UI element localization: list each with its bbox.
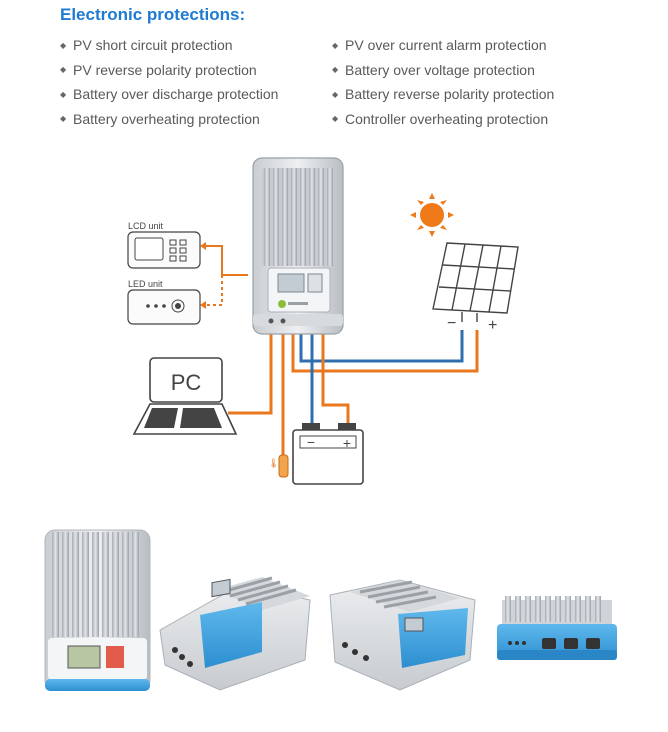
product-photo-bottom [497, 596, 617, 660]
product-photo-angled-left [159, 576, 311, 691]
protection-item: ◆ Battery over voltage protection [332, 58, 554, 83]
product-photo-angled-right [329, 579, 476, 691]
section-heading: Electronic protections: [60, 5, 246, 24]
thermometer-icon: 🌡 [268, 458, 279, 468]
diamond-bullet-icon: ◆ [332, 40, 339, 50]
product-photo-front [44, 529, 151, 691]
pc-laptop: PC [132, 357, 238, 435]
protection-item: ◆ PV reverse polarity protection [60, 58, 278, 83]
diamond-bullet-icon: ◆ [332, 89, 339, 99]
protection-label: Battery overheating protection [73, 110, 260, 127]
solar-panel [432, 242, 519, 322]
protection-label: Battery reverse polarity protection [345, 86, 555, 103]
battery: − + [292, 423, 364, 485]
mppt-controller [252, 157, 344, 335]
arrow-icon [200, 242, 206, 250]
battery-minus-label: − [307, 434, 315, 450]
led-unit: LED unit [127, 279, 201, 325]
diamond-bullet-icon: ◆ [60, 114, 67, 124]
lcd-link-wire [206, 245, 248, 276]
sun-icon [410, 193, 454, 237]
protection-item: ◆ Controller overheating protection [332, 107, 554, 132]
pv-positive-wire [291, 322, 479, 373]
protection-item: ◆ Battery overheating protection [60, 107, 278, 132]
diamond-bullet-icon: ◆ [332, 114, 339, 124]
protection-item: ◆ PV short circuit protection [60, 33, 278, 58]
lcd-unit: LCD unit [127, 221, 201, 269]
protections-list-left: ◆ PV short circuit protection ◆ PV reverse… [60, 33, 278, 131]
led-link-wire [206, 275, 223, 306]
battery-plus-label: + [343, 435, 351, 451]
pc-cable [228, 322, 273, 415]
protection-label: Battery over discharge protection [73, 86, 279, 103]
protection-item: ◆ PV over current alarm protection [332, 33, 554, 58]
protection-label: PV short circuit protection [73, 37, 233, 54]
lcd-unit-label: LCD unit [128, 221, 164, 231]
pv-minus-label: − [447, 315, 456, 332]
pv-plus-label: + [488, 317, 497, 334]
protection-item: ◆ Battery reverse polarity protection [332, 82, 554, 107]
protection-label: PV over current alarm protection [345, 37, 547, 54]
protections-list-right: ◆ PV over current alarm protection ◆ Batte… [332, 33, 554, 131]
diamond-bullet-icon: ◆ [60, 89, 67, 99]
protection-label: Battery over voltage protection [345, 61, 535, 78]
battery-positive-wire [321, 322, 350, 427]
temperature-sensor-icon: 🌡 [268, 454, 289, 478]
pv-negative-wire [299, 322, 464, 363]
protection-label: Controller overheating protection [345, 110, 549, 127]
diamond-bullet-icon: ◆ [332, 65, 339, 75]
led-unit-label: LED unit [128, 279, 163, 289]
pc-label: PC [171, 370, 202, 395]
diamond-bullet-icon: ◆ [60, 40, 67, 50]
wiring [206, 245, 479, 455]
diamond-bullet-icon: ◆ [60, 65, 67, 75]
protection-item: ◆ Battery over discharge protection [60, 82, 278, 107]
arrow-icon [200, 301, 206, 309]
protection-label: PV reverse polarity protection [73, 61, 257, 78]
